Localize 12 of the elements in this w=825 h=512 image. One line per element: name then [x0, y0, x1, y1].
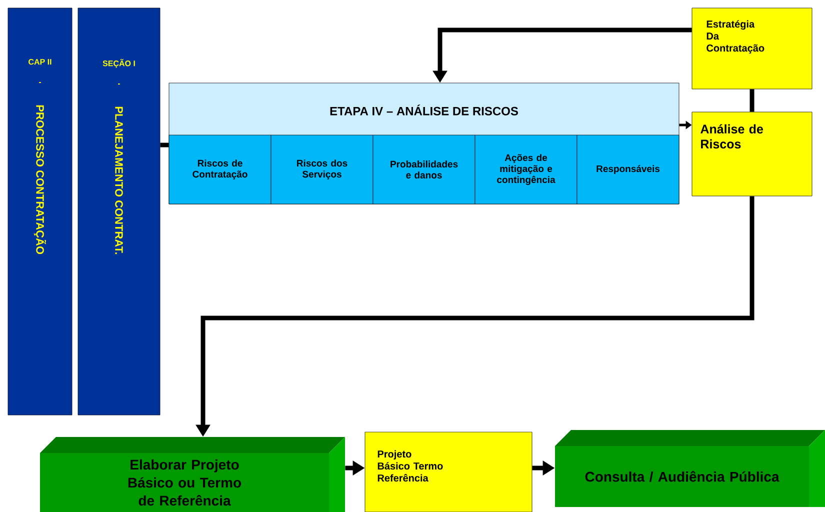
process-box: Projeto Básico Termo Referência — [364, 432, 532, 512]
chapter-column: SEÇÃO I - PLANEJAMENTO CONTRAT. — [78, 8, 160, 416]
process-block: Consulta / Audiência Pública — [555, 430, 825, 507]
table-cell: Ações de mitigação e contingência — [474, 134, 578, 204]
process-block: Elaborar Projeto Básico ou Termo de Referência — [40, 437, 345, 512]
table-cell: Riscos dos Serviços — [270, 134, 374, 204]
chapter-column: CAP II - PROCESSO CONTRATAÇÃO — [8, 8, 72, 416]
table-cell: Responsáveis — [576, 134, 680, 204]
process-box: Estratégia Da Contratação — [692, 8, 812, 90]
table-cell: Riscos de Contratação — [168, 134, 272, 204]
table-cell: Probabilidades e danos — [372, 134, 476, 204]
process-box: Análise de Riscos — [692, 112, 812, 196]
